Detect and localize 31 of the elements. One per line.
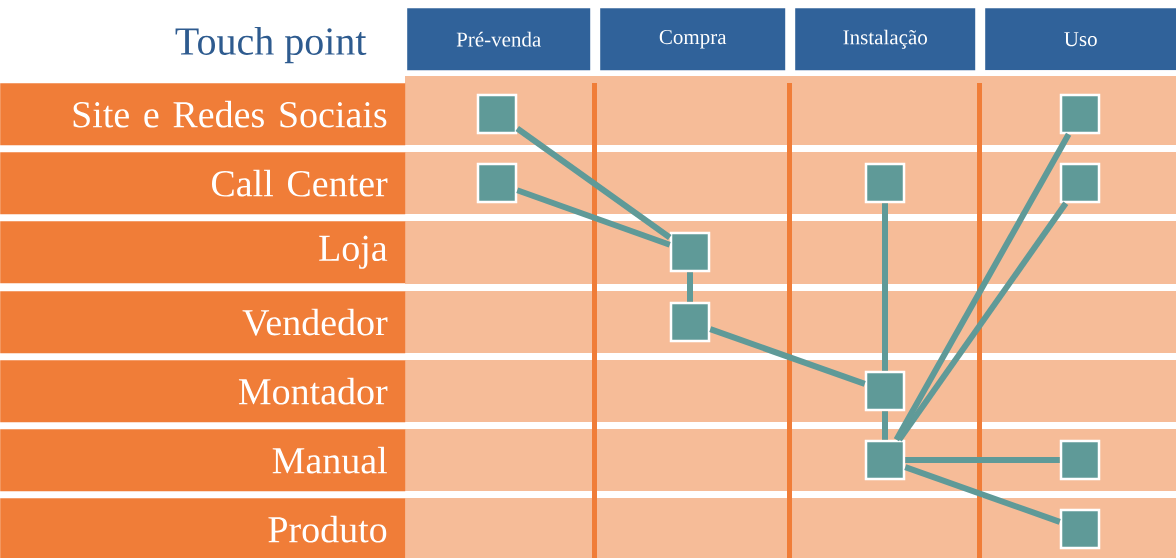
column-header: Compra bbox=[600, 8, 786, 71]
touchpoint-square bbox=[1059, 93, 1101, 135]
row-label: Call Center bbox=[0, 152, 406, 215]
touchpoint-square bbox=[864, 162, 906, 204]
row-label: Site e Redes Sociais bbox=[0, 83, 406, 146]
row-label: Manual bbox=[0, 429, 406, 492]
column-header: Uso bbox=[985, 8, 1176, 71]
row-label: Vendedor bbox=[0, 291, 406, 354]
touchpoint-square bbox=[1059, 508, 1101, 550]
connector-line bbox=[687, 272, 693, 302]
row-label: Loja bbox=[0, 221, 406, 284]
connector-line bbox=[516, 187, 671, 248]
touchpoint-square bbox=[669, 231, 711, 273]
row-label: Produto bbox=[0, 498, 406, 558]
row-label: Montador bbox=[0, 360, 406, 423]
connector-line bbox=[882, 411, 888, 440]
column-header: Pré-venda bbox=[407, 8, 591, 71]
touchpoint-square bbox=[1059, 162, 1101, 204]
touchpoint-square bbox=[864, 370, 906, 412]
touchpoint-square bbox=[476, 93, 518, 135]
touchpoint-square bbox=[864, 439, 906, 481]
touchpoint-square bbox=[476, 162, 518, 204]
connector-line bbox=[904, 464, 1061, 525]
connector-line bbox=[905, 457, 1060, 463]
connector-line bbox=[515, 126, 672, 240]
touchpoint-square bbox=[669, 301, 711, 343]
touchpoint-square bbox=[1059, 439, 1101, 481]
connector-line bbox=[882, 203, 888, 371]
column-header: Instalação bbox=[795, 8, 976, 71]
title: Touch point bbox=[175, 26, 367, 64]
connector-line bbox=[709, 326, 866, 387]
